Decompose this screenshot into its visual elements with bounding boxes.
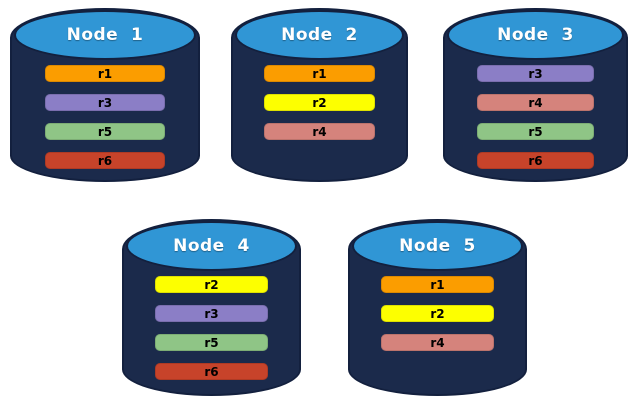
replica-label: r6 [97,153,113,168]
replica-bar-r1: r1 [45,65,165,82]
node-1-title: Node 1 [66,25,144,45]
replica-bar-r5: r5 [155,334,268,351]
replica-label: r6 [528,153,543,168]
node-5-replica-list: r1 r2 r4 [348,276,527,351]
node-4-replica-list: r2 r3 r5 r6 [122,276,301,380]
node-5: Node 5 r1 r2 r4 [348,219,527,396]
replica-label: r4 [528,95,543,110]
replica-label: r1 [312,66,327,81]
node-4: Node 4 r2 r3 r5 r6 [122,219,301,396]
node-2-title: Node 2 [281,25,358,45]
replica-label: r4 [430,335,445,350]
replica-label: r3 [528,66,543,81]
node-2-cylinder-top: Node 2 [235,10,404,60]
node-1-cylinder-top: Node 1 [14,10,196,60]
replica-label: r2 [204,277,219,292]
replica-label: r5 [204,335,219,350]
replica-bar-r6: r6 [477,152,594,169]
replica-label: r3 [204,306,219,321]
replica-bar-r4: r4 [381,334,494,351]
node-1: Node 1 r1 r3 r5 r6 [10,8,200,182]
node-3: Node 3 r3 r4 r5 r6 [443,8,628,182]
replica-bar-r6: r6 [155,363,268,380]
replica-label: r5 [97,124,113,139]
replica-label: r1 [97,66,113,81]
replica-bar-r1: r1 [263,65,376,82]
replica-bar-r6: r6 [45,152,165,169]
node-5-title: Node 5 [399,236,476,256]
replica-label: r5 [528,124,543,139]
replica-bar-r3: r3 [45,94,165,111]
node-1-replica-list: r1 r3 r5 r6 [10,65,200,169]
node-5-cylinder-top: Node 5 [352,221,523,271]
replica-bar-r4: r4 [263,123,376,140]
replica-label: r2 [430,306,445,321]
node-3-cylinder-top: Node 3 [447,10,624,60]
node-4-title: Node 4 [173,236,250,256]
node-3-title: Node 3 [497,25,574,45]
replica-label: r1 [430,277,445,292]
replica-bar-r1: r1 [381,276,494,293]
replica-bar-r5: r5 [477,123,594,140]
replica-label: r3 [97,95,113,110]
replica-bar-r2: r2 [155,276,268,293]
replica-bar-r2: r2 [381,305,494,322]
replica-bar-r3: r3 [477,65,594,82]
node-2: Node 2 r1 r2 r4 [231,8,408,182]
replica-label: r6 [204,364,219,379]
replica-label: r4 [312,124,327,139]
node-3-replica-list: r3 r4 r5 r6 [443,65,628,169]
replica-bar-r5: r5 [45,123,165,140]
node-2-replica-list: r1 r2 r4 [231,65,408,140]
replica-bar-r4: r4 [477,94,594,111]
replica-bar-r2: r2 [263,94,376,111]
node-4-cylinder-top: Node 4 [126,221,297,271]
replica-bar-r3: r3 [155,305,268,322]
replica-label: r2 [312,95,327,110]
